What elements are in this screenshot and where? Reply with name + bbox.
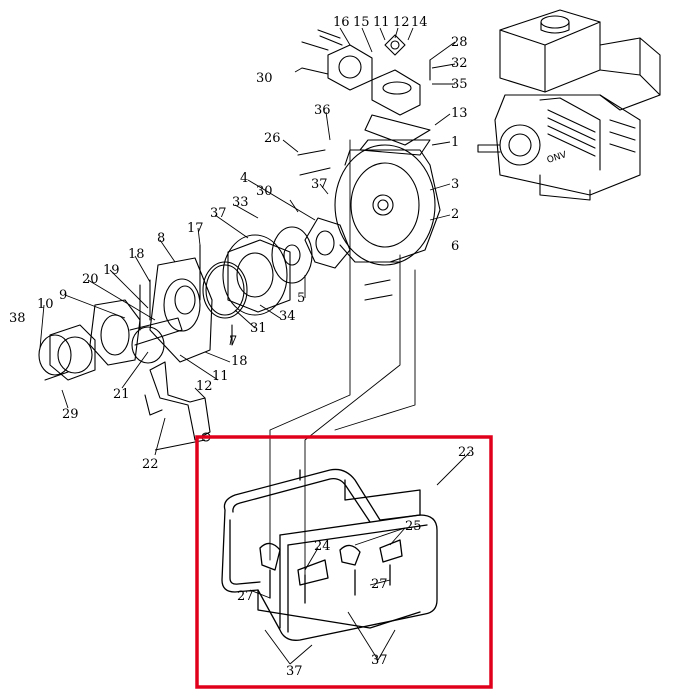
part-number-label: 18: [231, 354, 248, 369]
highlight-box: [195, 435, 493, 689]
part-number-label: 11: [373, 15, 390, 30]
part-number-label: 34: [279, 309, 296, 324]
part-number-label: 12: [393, 15, 410, 30]
part-number-label: 26: [264, 131, 281, 146]
part-number-label: 37: [371, 653, 388, 668]
engine-drawing: ONV: [477, 9, 661, 201]
part-number-label: 27: [371, 577, 388, 592]
part-number-label: 32: [451, 56, 468, 71]
part-number-label: 30: [256, 71, 273, 86]
part-number-label: 15: [353, 15, 370, 30]
part-number-label: 38: [9, 311, 26, 326]
part-number-label: 16: [333, 15, 350, 30]
part-number-label: 37: [210, 206, 227, 221]
frame-drawing: [221, 468, 438, 641]
front-cover-drawing: [38, 257, 213, 381]
part-number-label: 7: [229, 334, 238, 349]
part-number-label: 9: [59, 288, 68, 303]
part-number-label: 36: [314, 103, 331, 118]
part-number-label: 30: [256, 184, 273, 199]
pump-casing-drawing: [327, 34, 441, 266]
part-number-label: 35: [451, 77, 468, 92]
part-number-label: 37: [286, 664, 303, 679]
part-number-label: 21: [113, 387, 130, 402]
part-number-label: 22: [142, 457, 159, 472]
part-number-label: 6: [451, 239, 460, 254]
part-number-label: 31: [250, 321, 267, 336]
part-number-label: 2: [451, 207, 460, 222]
part-number-label: 18: [128, 247, 145, 262]
part-number-label: 25: [405, 519, 422, 534]
part-number-label: 10: [37, 297, 54, 312]
part-number-label: 28: [451, 35, 468, 50]
part-number-label: 23: [458, 445, 475, 460]
part-number-label: 19: [103, 263, 120, 278]
part-number-label: 13: [451, 106, 468, 121]
part-number-label: 29: [62, 407, 79, 422]
part-number-label: 14: [411, 15, 428, 30]
part-number-label: 3: [451, 177, 460, 192]
part-number-label: 17: [187, 221, 204, 236]
part-number-label: 12: [196, 379, 213, 394]
part-number-label: 20: [82, 272, 99, 287]
part-number-label: 37: [311, 177, 328, 192]
part-number-label: 11: [212, 369, 229, 384]
bolts-drawing: [44, 29, 431, 381]
part-number-label: 27: [237, 589, 254, 604]
part-number-label: 5: [297, 291, 306, 306]
impeller-parts-drawing: [202, 217, 351, 319]
part-number-label: 8: [157, 231, 166, 246]
part-number-label: 33: [232, 195, 249, 210]
part-number-label: 24: [314, 539, 331, 554]
part-number-label: 4: [240, 171, 249, 186]
part-number-label: 1: [451, 135, 460, 150]
